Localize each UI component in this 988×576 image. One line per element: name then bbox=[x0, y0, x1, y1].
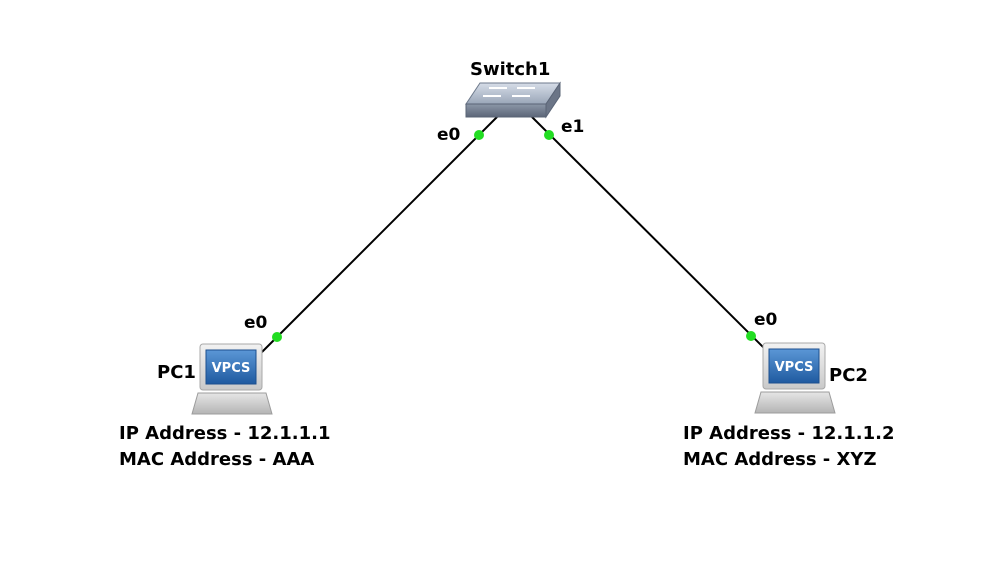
port-status-dot-pc2-e0 bbox=[746, 331, 756, 341]
pc2-mac-address: MAC Address - XYZ bbox=[683, 449, 877, 470]
pc2-port-label: e0 bbox=[754, 310, 778, 330]
switch-port-e1-label: e1 bbox=[561, 117, 584, 137]
switch-port-e0-label: e0 bbox=[437, 125, 461, 145]
pc2-name[interactable]: PC2 bbox=[829, 365, 868, 386]
pc1-vpcs-icon[interactable]: VPCS bbox=[191, 343, 273, 415]
pc1-name[interactable]: PC1 bbox=[157, 362, 196, 383]
link-switch-pc1[interactable] bbox=[261, 116, 498, 353]
pc1-vpcs-label: VPCS bbox=[212, 361, 251, 376]
port-status-dot-switch-e0 bbox=[474, 130, 484, 140]
pc2-vpcs-label: VPCS bbox=[775, 360, 814, 375]
pc1-ip-address: IP Address - 12.1.1.1 bbox=[119, 423, 331, 444]
port-status-dot-pc1-e0 bbox=[272, 332, 282, 342]
port-status-dot-switch-e1 bbox=[544, 130, 554, 140]
switch-icon[interactable] bbox=[465, 81, 561, 119]
link-switch-pc2[interactable] bbox=[531, 116, 767, 351]
pc2-ip-address: IP Address - 12.1.1.2 bbox=[683, 423, 895, 444]
pc1-port-label: e0 bbox=[244, 313, 268, 333]
pc1-mac-address: MAC Address - AAA bbox=[119, 449, 314, 470]
pc2-vpcs-icon[interactable]: VPCS bbox=[754, 342, 836, 414]
switch1-name[interactable]: Switch1 bbox=[470, 59, 550, 80]
